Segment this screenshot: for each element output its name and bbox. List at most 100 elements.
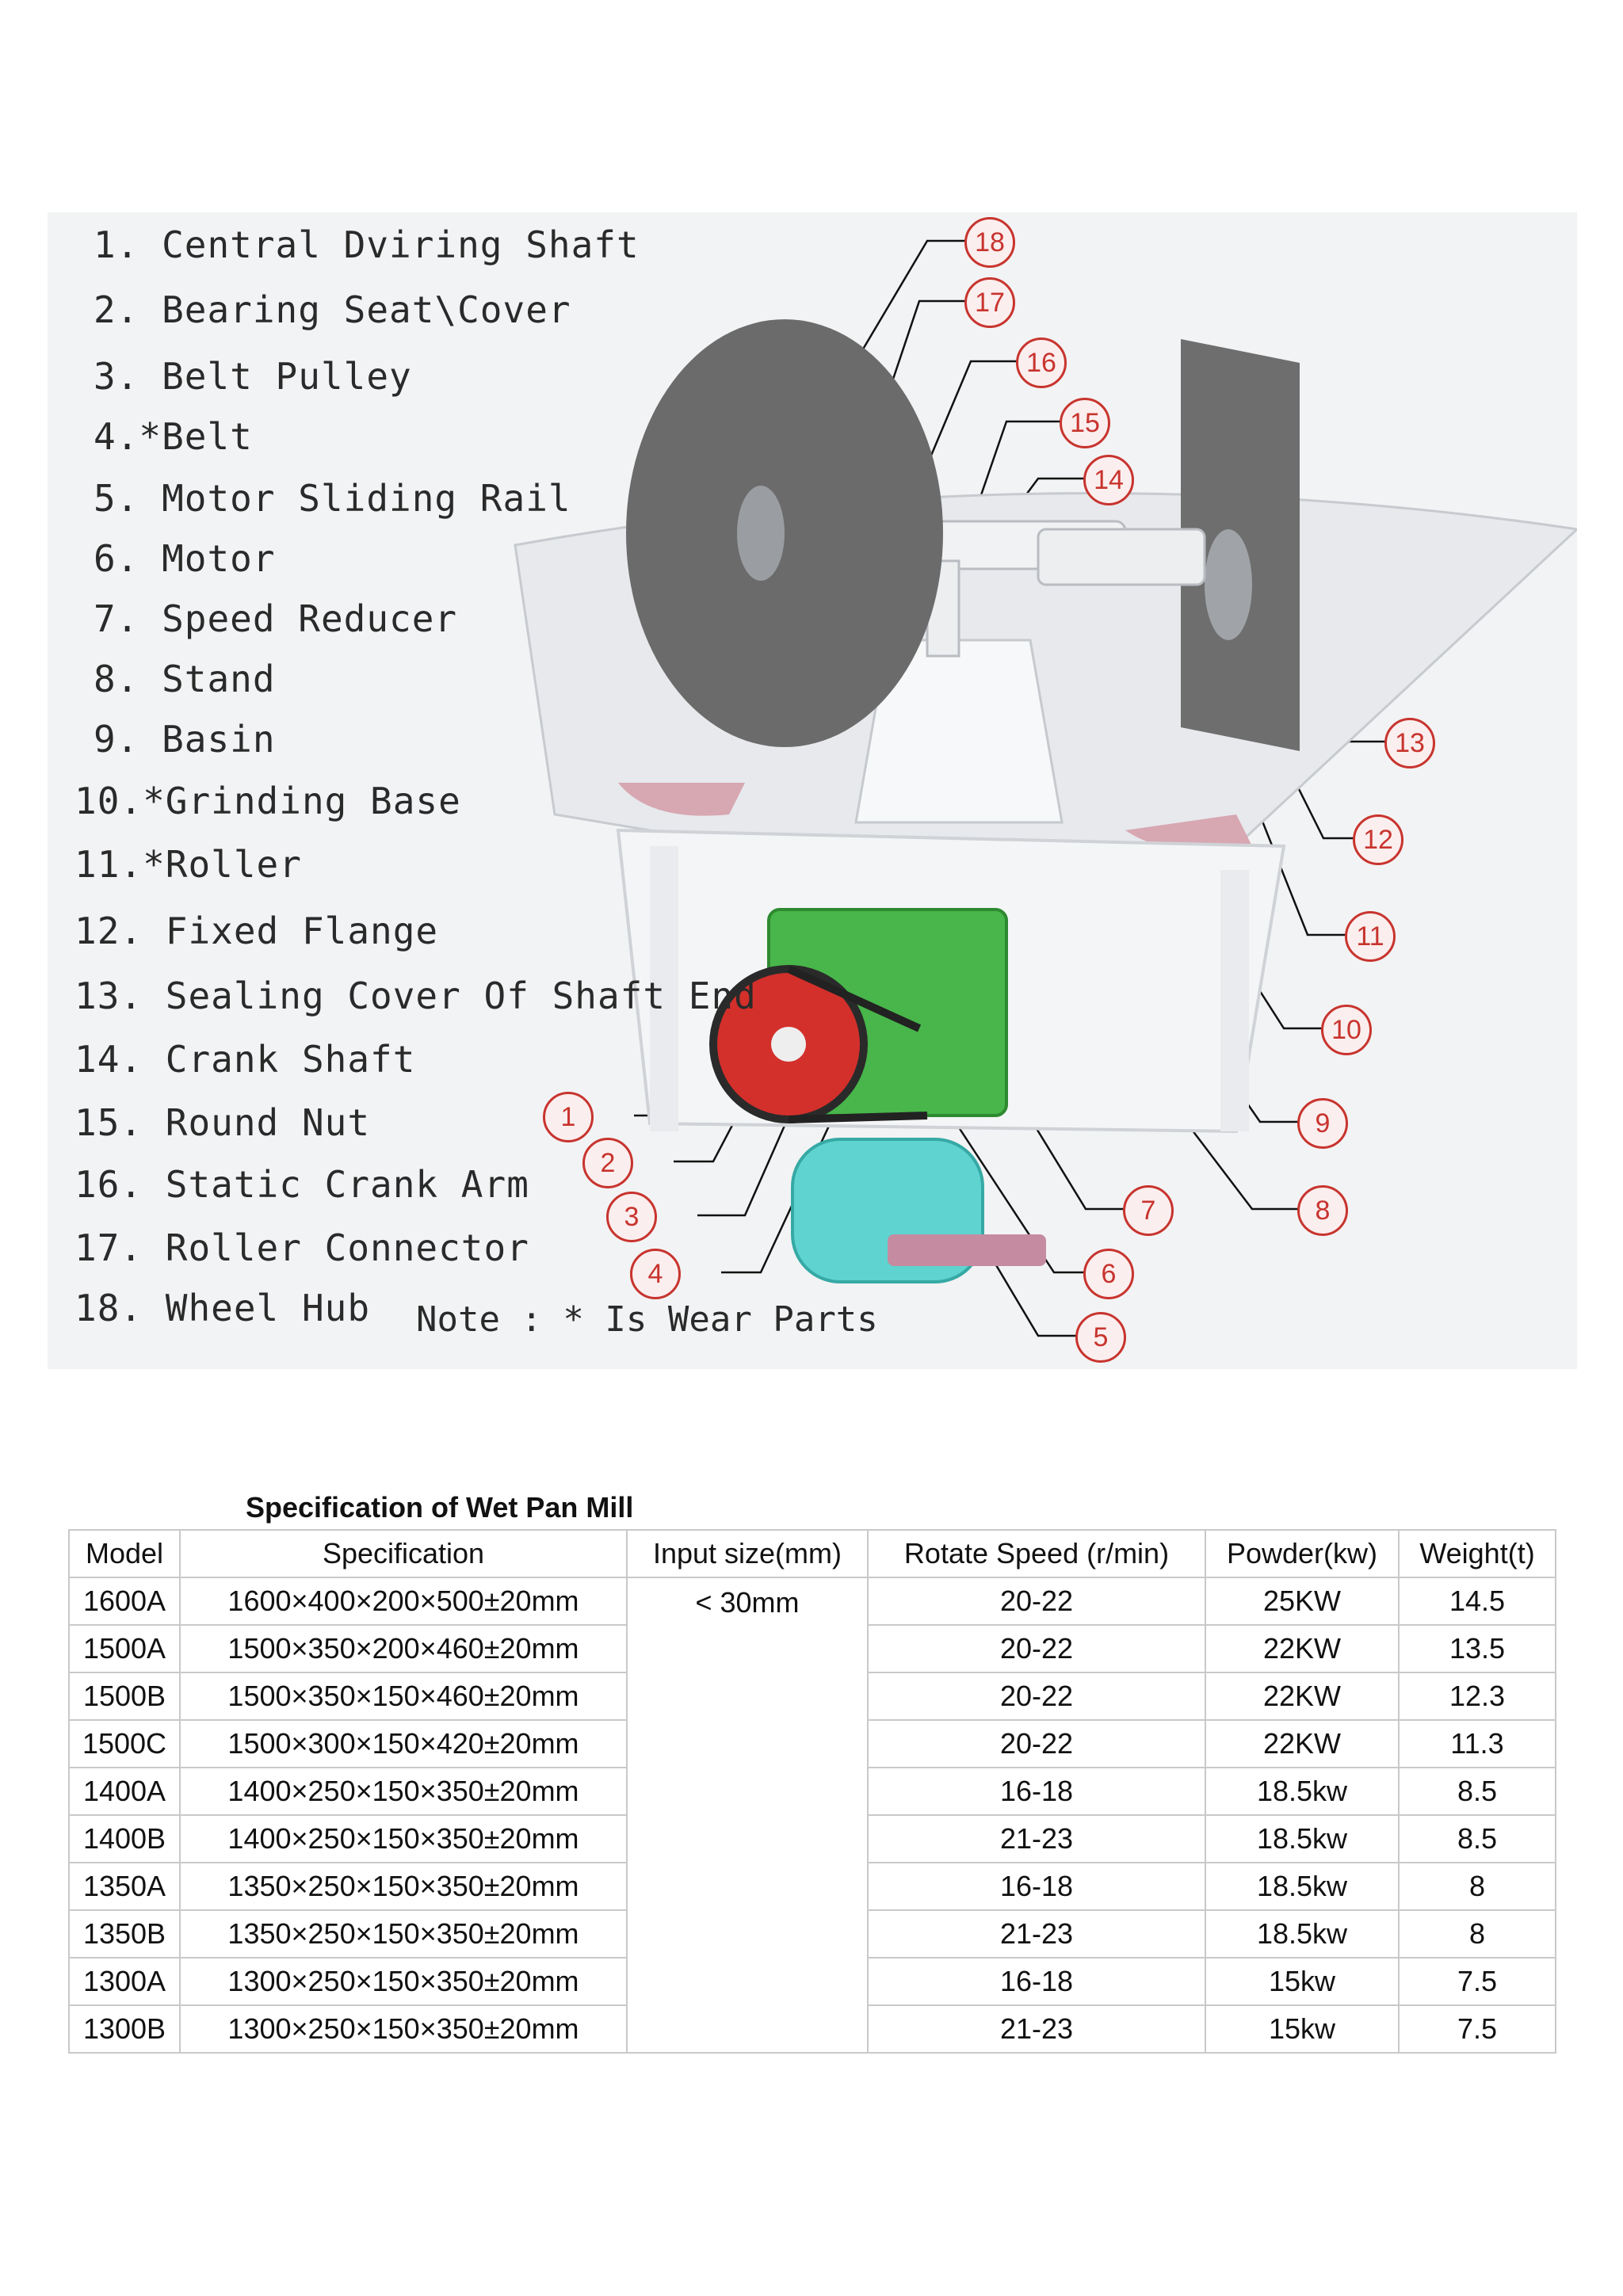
cell-spec: 1500×350×200×460±20mm	[179, 1624, 628, 1673]
table-row: 1300B 1300×250×150×350±20mm 21-23 15kw 7…	[68, 2004, 1556, 2054]
cell-model: 1600A	[68, 1577, 181, 1626]
spec-title: Specification of Wet Pan Mill	[246, 1491, 634, 1524]
cell-spec: 1400×250×150×350±20mm	[179, 1814, 628, 1863]
cell-spec: 1500×350×150×460±20mm	[179, 1672, 628, 1721]
wet-pan-mill-illustration	[514, 239, 1577, 1337]
table-row: 1350B 1350×250×150×350±20mm 21-23 18.5kw…	[68, 1909, 1556, 1958]
cell-speed: 21-23	[867, 1909, 1206, 1958]
cell-model: 1500C	[68, 1719, 181, 1768]
cell-power: 25KW	[1205, 1577, 1400, 1626]
header-rotate-speed: Rotate Speed (r/min)	[867, 1529, 1206, 1578]
callout-14: 14	[1083, 455, 1134, 505]
callout-9: 9	[1297, 1098, 1348, 1149]
part-3: 3. Belt Pulley	[94, 355, 412, 398]
cell-weight: 8.5	[1398, 1767, 1556, 1816]
parts-list: 1. Central Dviring Shaft 2. Bearing Seat…	[48, 212, 761, 1369]
cell-power: 22KW	[1205, 1624, 1400, 1673]
part-6: 6. Motor	[94, 537, 276, 580]
cell-spec: 1350×250×150×350±20mm	[179, 1909, 628, 1958]
cell-weight: 7.5	[1398, 1957, 1556, 2006]
cell-speed: 20-22	[867, 1672, 1206, 1721]
cell-weight: 11.3	[1398, 1719, 1556, 1768]
cell-model: 1350A	[68, 1862, 181, 1911]
callout-6: 6	[1083, 1249, 1134, 1299]
table-row: 1350A 1350×250×150×350±20mm 16-18 18.5kw…	[68, 1862, 1556, 1911]
part-4: 4.*Belt	[94, 415, 253, 458]
part-16: 16. Static Crank Arm	[74, 1163, 529, 1206]
cell-weight: 8	[1398, 1862, 1556, 1911]
table-header-row: Model Specification Input size(mm) Rotat…	[68, 1529, 1556, 1578]
cell-power: 15kw	[1205, 1957, 1400, 2006]
cell-speed: 16-18	[867, 1862, 1206, 1911]
cell-weight: 12.3	[1398, 1672, 1556, 1721]
cell-weight: 13.5	[1398, 1624, 1556, 1673]
header-model: Model	[68, 1529, 181, 1578]
cell-model: 1500B	[68, 1672, 181, 1721]
part-14: 14. Crank Shaft	[74, 1038, 416, 1081]
cell-model: 1500A	[68, 1624, 181, 1673]
part-8: 8. Stand	[94, 658, 276, 700]
callout-11: 11	[1345, 911, 1396, 962]
header-specification: Specification	[179, 1529, 628, 1578]
cell-weight: 7.5	[1398, 2004, 1556, 2054]
header-power: Powder(kw)	[1205, 1529, 1400, 1578]
part-1: 1. Central Dviring Shaft	[94, 223, 640, 266]
part-18: 18. Wheel Hub	[74, 1287, 371, 1329]
callout-12: 12	[1353, 814, 1403, 865]
cell-weight: 8	[1398, 1909, 1556, 1958]
cell-model: 1300B	[68, 2004, 181, 2054]
cell-weight: 14.5	[1398, 1577, 1556, 1626]
callout-7: 7	[1123, 1185, 1174, 1236]
cell-speed: 20-22	[867, 1719, 1206, 1768]
cell-speed: 21-23	[867, 1814, 1206, 1863]
cell-power: 18.5kw	[1205, 1767, 1400, 1816]
cell-power: 22KW	[1205, 1672, 1400, 1721]
table-row: 1600A 1600×400×200×500±20mm < 30mm 20-22…	[68, 1577, 1556, 2054]
part-5: 5. Motor Sliding Rail	[94, 477, 571, 520]
table-row: 1500C 1500×300×150×420±20mm 20-22 22KW 1…	[68, 1719, 1556, 1768]
callout-16: 16	[1016, 338, 1067, 388]
cell-power: 15kw	[1205, 2004, 1400, 2054]
cell-model: 1350B	[68, 1909, 181, 1958]
table-row: 1500B 1500×350×150×460±20mm 20-22 22KW 1…	[68, 1672, 1556, 1721]
callout-17: 17	[964, 277, 1015, 328]
cell-speed: 20-22	[867, 1624, 1206, 1673]
cell-spec: 1400×250×150×350±20mm	[179, 1767, 628, 1816]
part-9: 9. Basin	[94, 718, 276, 761]
part-10: 10.*Grinding Base	[74, 780, 461, 822]
cell-model: 1400A	[68, 1767, 181, 1816]
cell-speed: 16-18	[867, 1767, 1206, 1816]
callout-3: 3	[606, 1192, 657, 1242]
cell-power: 18.5kw	[1205, 1814, 1400, 1863]
callout-2: 2	[582, 1138, 633, 1188]
part-11: 11.*Roller	[74, 843, 302, 886]
cell-spec: 1600×400×200×500±20mm	[179, 1577, 628, 1626]
cell-power: 18.5kw	[1205, 1862, 1400, 1911]
cell-spec: 1300×250×150×350±20mm	[179, 1957, 628, 2006]
machine-figure: 1. Central Dviring Shaft 2. Bearing Seat…	[48, 212, 1577, 1369]
cell-weight: 8.5	[1398, 1814, 1556, 1863]
callout-15: 15	[1060, 398, 1110, 448]
cell-model: 1400B	[68, 1814, 181, 1863]
part-12: 12. Fixed Flange	[74, 910, 439, 952]
header-weight: Weight(t)	[1398, 1529, 1556, 1578]
table-row: 1400B 1400×250×150×350±20mm 21-23 18.5kw…	[68, 1814, 1556, 1863]
cell-input-size: < 30mm	[626, 1577, 869, 2054]
wear-parts-note: Note : * Is Wear Parts	[416, 1299, 878, 1340]
cell-spec: 1500×300×150×420±20mm	[179, 1719, 628, 1768]
part-7: 7. Speed Reducer	[94, 597, 458, 640]
callout-4: 4	[630, 1249, 681, 1299]
cell-power: 18.5kw	[1205, 1909, 1400, 1958]
cell-spec: 1350×250×150×350±20mm	[179, 1862, 628, 1911]
cell-speed: 20-22	[867, 1577, 1206, 1626]
table-row: 1300A 1300×250×150×350±20mm 16-18 15kw 7…	[68, 1957, 1556, 2006]
spec-table: Model Specification Input size(mm) Rotat…	[68, 1529, 1556, 2054]
callout-10: 10	[1321, 1005, 1372, 1055]
table-row: 1500A 1500×350×200×460±20mm 20-22 22KW 1…	[68, 1624, 1556, 1673]
cell-model: 1300A	[68, 1957, 181, 2006]
callout-8: 8	[1297, 1185, 1348, 1236]
callout-1: 1	[543, 1092, 594, 1142]
cell-speed: 21-23	[867, 2004, 1206, 2054]
cell-speed: 16-18	[867, 1957, 1206, 2006]
part-13: 13. Sealing Cover Of Shaft End	[74, 974, 757, 1017]
